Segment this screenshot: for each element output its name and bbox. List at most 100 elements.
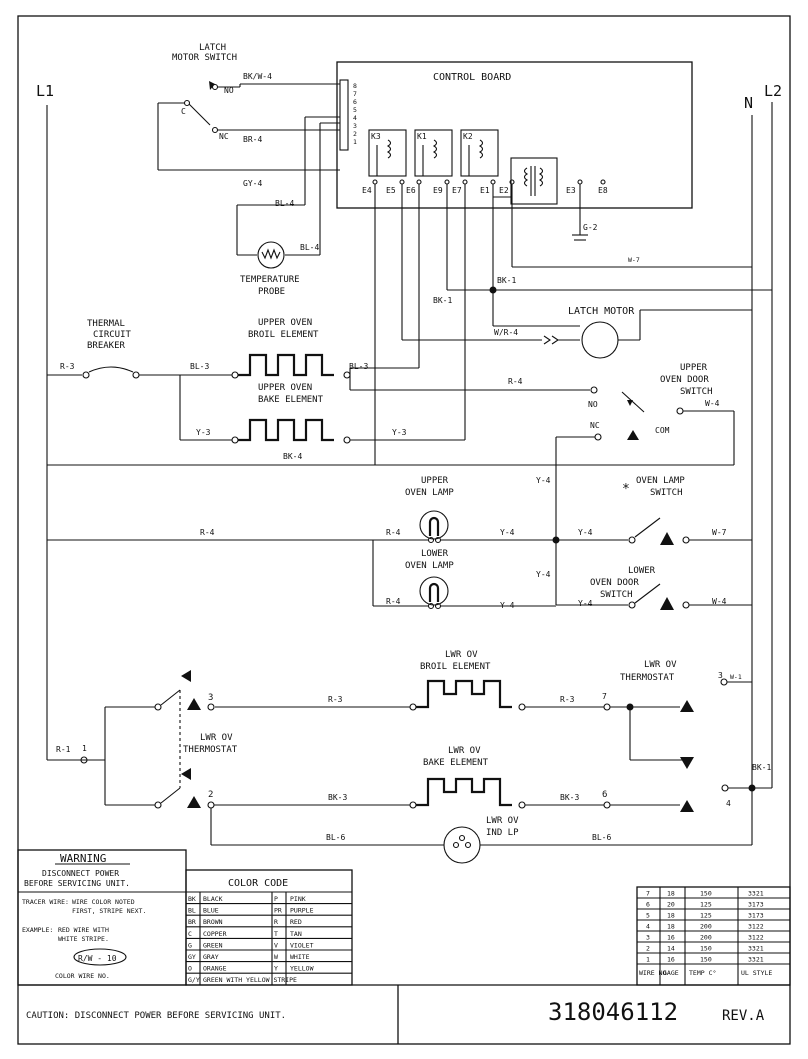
upper-broil-label-1: UPPER OVEN [258,318,312,328]
lwr-thermostat-right: LWR OV THERMOSTAT 3 W-1 4 BK-1 [620,290,773,812]
lwr-ind-label-2: IND LP [486,828,519,838]
wire-spec-cell: 200 [700,934,712,942]
color-code-cell: COPPER [203,930,227,938]
wire-spec-cell: 2 [646,945,650,953]
neutral-label: N [744,94,753,112]
relay-k3-label: K3 [371,132,381,141]
temp-probe-label-2: PROBE [258,287,285,297]
pin-3: 3 [353,122,357,130]
term-e5: E5 [386,186,396,195]
wire-spec-cell: 150 [700,945,712,953]
node-2: 2 [208,790,213,800]
wire-label-bk3a: BK-3 [328,793,347,802]
wire-spec-cell: 3321 [748,956,764,964]
upper-door-switch-label-2: OVEN DOOR [660,375,709,385]
wire-label-r4c: R-4 [200,528,215,537]
upper-bake-element: UPPER OVEN BAKE ELEMENT Y-3 R-4 [231,375,590,444]
wire-label-w4b: W-4 [712,597,727,606]
sheet-border [17,15,791,1045]
color-code-cell: O [188,965,192,973]
wire-label-br4: BR-4 [243,135,262,144]
wire-label-r3b: R-3 [328,695,343,704]
upper-broil-element: UPPER OVEN BROIL ELEMENT BL-3 [231,318,368,379]
wire-spec-cell: 3321 [748,945,764,953]
wire-spec-header: GAGE [663,969,679,977]
upper-switch-com-label: COM [655,426,670,435]
wire-spec-cell: 125 [700,901,712,909]
node-3: 3 [208,693,213,703]
lwr-thermostat-left-label-1: LWR OV [200,733,233,743]
wire-label-y4e: Y-4 [578,528,593,537]
lwr-thermostat-left: 1 R-1 3 2 LWR OV THERMOSTAT [56,670,238,809]
color-code-cell: BL [188,907,196,915]
lwr-broil-label-2: BROIL ELEMENT [420,662,491,672]
lower-door-switch-label-2: OVEN DOOR [590,578,639,588]
pin-7: 7 [353,90,357,98]
wire-label-y4-lower: Y-4 [578,599,593,608]
latch-c-label: C [181,107,186,116]
color-code-cell: G [188,941,192,949]
wire-spec-cell: 16 [667,934,675,942]
wire-spec-cell: 3173 [748,912,764,920]
wire-spec-cell: 1 [646,956,650,964]
color-code-cell: PR [274,907,282,915]
wire-spec-cell: 6 [646,901,650,909]
lwr-thermostat-right-label-1: LWR OV [644,660,677,670]
color-code-cell: ORANGE [203,965,227,973]
wire-spec-cell: 3321 [748,890,764,898]
warning-line1: DISCONNECT POWER [42,869,119,878]
drawing-number: 318046112 [548,998,678,1026]
relay-k2-label: K2 [463,132,473,141]
wire-label-r3c: R-3 [560,695,575,704]
tracer-text2: FIRST, STRIPE NEXT. [72,907,146,915]
lower-door-switch-label-1: LOWER [628,566,656,576]
wire-spec-cell: 18 [667,890,675,898]
pin-2: 2 [353,130,357,138]
color-code-cell: P [274,895,278,903]
board-connector [339,79,349,151]
upper-switch-no-label: NO [588,400,598,409]
revision: REV.A [722,1008,765,1024]
wire-spec-header: WIRE NO [639,969,666,977]
breaker-label-1: THERMAL [87,319,125,329]
wire-spec-cell: 20 [667,901,675,909]
wire-label-w7a: W-7 [628,256,640,264]
wire-label-bk3b: BK-3 [560,793,579,802]
wire-label-bl6b: BL-6 [592,833,611,842]
wire-label-gy4: GY-4 [243,179,262,188]
color-code-cell: G/Y [188,976,200,984]
lower-oven-door-switch: LOWER OVEN DOOR SWITCH Y-4 W-4 [556,566,752,610]
upper-door-switch-label-3: SWITCH [680,387,713,397]
temp-probe-label-1: TEMPERATURE [240,275,300,285]
example-text1: RED WIRE WITH [58,926,109,934]
wire-no-label: COLOR WIRE NO. [55,972,110,980]
color-code-cell: W [274,953,278,961]
lwr-bake-label-1: LWR OV [448,746,481,756]
upper-door-switch-label-1: UPPER [680,363,708,373]
wire-spec-cell: 150 [700,956,712,964]
lower-oven-indicator-lamp: LWR OV IND LP BL-6 BL-6 [210,788,753,864]
wire-spec-cell: 150 [700,890,712,898]
wire-spec-header: UL STYLE [741,969,772,977]
term-e7: E7 [452,186,462,195]
pin-5: 5 [353,106,357,114]
color-code-cell: R [274,918,278,926]
oven-lamp-switch-label-2: SWITCH [650,488,683,498]
pin-4: 4 [353,114,357,122]
wire-label-y4a: Y-4 [500,528,515,537]
control-board-label: CONTROL BOARD [433,72,511,83]
example-text2: WHITE STRIPE. [58,935,109,943]
latch-nc-label: NC [219,132,229,141]
wire-label-bk1c: BK-1 [752,763,771,772]
temperature-probe: BL-4 BL-4 TEMPERATURE PROBE [236,116,340,297]
lower-door-switch-label-3: SWITCH [600,590,633,600]
term-e2: E2 [499,186,509,195]
wire-spec-cell: 125 [700,912,712,920]
color-code-cell: GREEN [203,941,223,949]
warning-box: WARNING DISCONNECT POWER BEFORE SERVICIN… [17,849,187,986]
node-5: 3 [718,671,723,680]
node-6: 6 [602,790,607,800]
wire-spec-cell: 5 [646,912,650,920]
